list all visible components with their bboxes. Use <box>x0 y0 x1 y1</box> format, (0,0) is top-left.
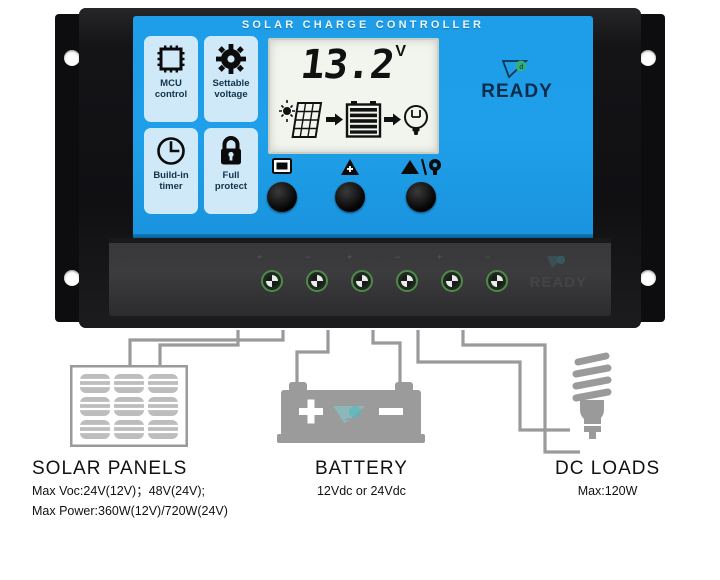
badge-voltage-line1: Settable <box>212 78 250 89</box>
brand-logo: d READY <box>455 58 579 103</box>
solar-charge-controller-device: SOLAR CHARGE CONTROLLER <box>55 8 665 328</box>
mounting-hole-bottom-right <box>640 270 656 286</box>
terminal-screw-solar-positive[interactable] <box>261 270 283 292</box>
screw-head <box>401 275 413 287</box>
badge-full-protect: Full protect <box>204 128 258 214</box>
badge-mcu-label: MCU control <box>155 78 187 100</box>
badge-timer-label: Build-in timer <box>153 170 188 192</box>
wire-load-positive <box>416 330 570 432</box>
terminal-screw-load-positive[interactable] <box>441 270 463 292</box>
gear-icon <box>216 42 246 76</box>
terminal-screw-solar-negative[interactable] <box>306 270 328 292</box>
feature-badges: MCU control <box>144 36 258 214</box>
screw-head <box>446 275 458 287</box>
solar-panel-icon <box>290 102 322 138</box>
mounting-hole-top-right <box>640 50 656 66</box>
light-bulb-icon <box>403 105 428 135</box>
sun-icon <box>278 100 295 122</box>
terminal-mark-6: − <box>485 252 491 262</box>
screw-head <box>266 275 278 287</box>
terminal-block-watermark: READY <box>529 254 587 291</box>
clock-icon <box>156 134 186 168</box>
terminal-mark-2: − <box>305 252 311 262</box>
battery-watermark-text: ready <box>327 412 375 431</box>
lcd-voltage-unit: V <box>395 43 406 60</box>
product-title: SOLAR CHARGE CONTROLLER <box>241 19 485 31</box>
badge-mcu-control: MCU control <box>144 36 198 122</box>
lcd-voltage-readout: 13.2V <box>270 42 437 88</box>
faceplate: SOLAR CHARGE CONTROLLER <box>133 16 593 238</box>
lcd-voltage-value: 13.2 <box>298 42 397 88</box>
ready-logo-mark: d <box>455 58 579 82</box>
badge-mcu-line1: MCU <box>160 78 182 89</box>
lcd-display: 13.2V <box>268 38 439 154</box>
faceplate-bottom-edge <box>133 234 593 238</box>
arrow-right-icon <box>383 113 401 126</box>
badge-timer-line2: timer <box>159 181 183 192</box>
badge-protect-line1: Full <box>222 170 240 181</box>
badge-mcu-line2: control <box>154 89 188 100</box>
terminal-mark-1: + <box>257 252 263 262</box>
caption-dc-loads: DC LOADS Max:120W <box>555 458 660 500</box>
badge-voltage-label: Settable voltage <box>213 78 250 100</box>
warning-triangle-icon <box>333 158 367 180</box>
terminal-screw-battery-positive[interactable] <box>351 270 373 292</box>
terminal-mark-4: − <box>395 252 401 262</box>
mounting-hole-bottom-left <box>64 270 80 286</box>
badge-protect-label: Full protect <box>215 170 247 192</box>
mcu-chip-icon <box>156 42 186 76</box>
caption-battery: BATTERY 12Vdc or 24Vdc <box>315 458 408 500</box>
battery-graphic: ready <box>275 378 427 453</box>
badge-protect-line2: protect <box>214 181 248 192</box>
caption-solar-spec2: Max Power:360W(12V)/720W(24V) <box>32 504 228 518</box>
solar-panel-graphic <box>69 364 189 452</box>
screw-head <box>491 275 503 287</box>
up-warning-button[interactable] <box>335 182 365 212</box>
caption-load-title: DC LOADS <box>555 458 661 479</box>
arrow-right-icon <box>325 113 343 126</box>
screen-select-icon <box>265 158 299 180</box>
cfl-bulb-graphic <box>558 348 628 453</box>
caption-battery-title: BATTERY <box>315 458 408 479</box>
caption-solar-panels: SOLAR PANELS Max Voc:24V(12V)；48V(24V); … <box>32 458 228 520</box>
terminal-block-top-edge <box>109 238 611 243</box>
terminal-screw-battery-negative[interactable] <box>396 270 418 292</box>
button-row <box>265 158 445 228</box>
brand-logo-text: READY <box>481 81 553 102</box>
caption-load-spec1: Max:120W <box>577 484 638 498</box>
terminal-mark-5: + <box>437 252 443 262</box>
select-button[interactable] <box>267 182 297 212</box>
caption-solar-spec1: Max Voc:24V(12V)；48V(24V); <box>32 484 205 498</box>
lcd-flow-diagram <box>270 94 437 146</box>
lock-icon <box>216 134 246 168</box>
device-body: SOLAR CHARGE CONTROLLER <box>79 8 641 328</box>
badge-settable-voltage: Settable voltage <box>204 36 258 122</box>
badge-timer-line1: Build-in <box>153 170 189 181</box>
ready-logo-mark-watermark <box>547 256 566 268</box>
svg-text:d: d <box>519 63 523 71</box>
screw-head <box>311 275 323 287</box>
terminal-block: READY + − + − + − <box>109 238 611 316</box>
terminal-mark-3: + <box>347 252 353 262</box>
screw-head <box>356 275 368 287</box>
terminal-watermark-text: READY <box>529 274 587 291</box>
triangle-light-icon <box>399 158 445 180</box>
badge-build-in-timer: Build-in timer <box>144 128 198 214</box>
badge-voltage-line2: voltage <box>214 89 248 100</box>
caption-solar-title: SOLAR PANELS <box>32 458 188 479</box>
load-light-button[interactable] <box>406 182 436 212</box>
caption-battery-spec1: 12Vdc or 24Vdc <box>316 484 406 498</box>
battery-icon <box>345 101 381 138</box>
terminal-screw-load-negative[interactable] <box>486 270 508 292</box>
mounting-hole-top-left <box>64 50 80 66</box>
